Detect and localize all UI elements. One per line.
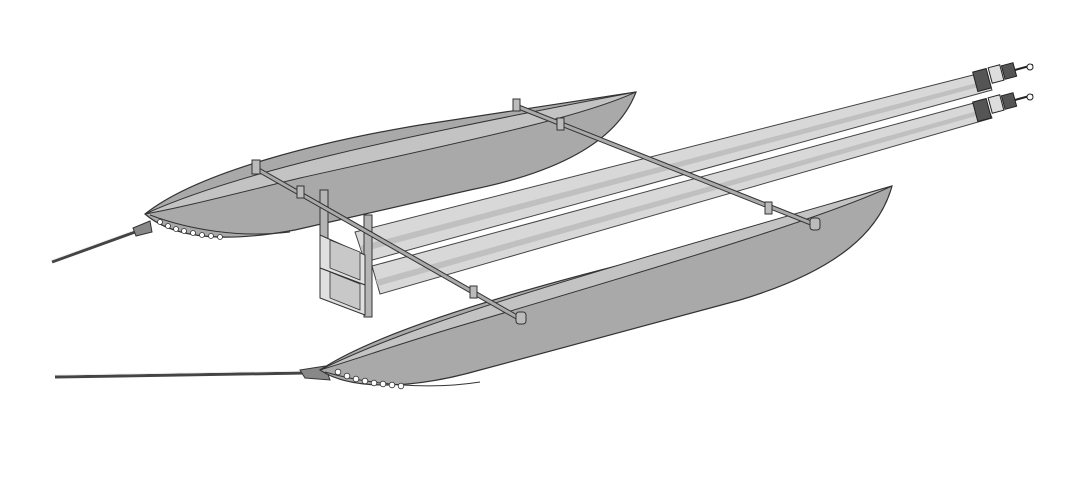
pontoon-hull xyxy=(144,91,637,240)
cross-beam xyxy=(512,98,821,231)
hull-rivets xyxy=(157,219,223,240)
tow-line-rear xyxy=(51,220,153,264)
cross-beam xyxy=(251,159,527,325)
pole-end-fitting xyxy=(972,92,1034,123)
extension-pole xyxy=(371,99,993,295)
pole-end-fitting xyxy=(972,62,1034,93)
tow-line-front xyxy=(54,365,331,381)
sample-box-frame xyxy=(319,189,373,318)
pontoon-hull xyxy=(318,185,893,390)
sample-box xyxy=(319,234,366,286)
hull-rivets xyxy=(334,368,405,390)
sample-box xyxy=(319,267,366,316)
